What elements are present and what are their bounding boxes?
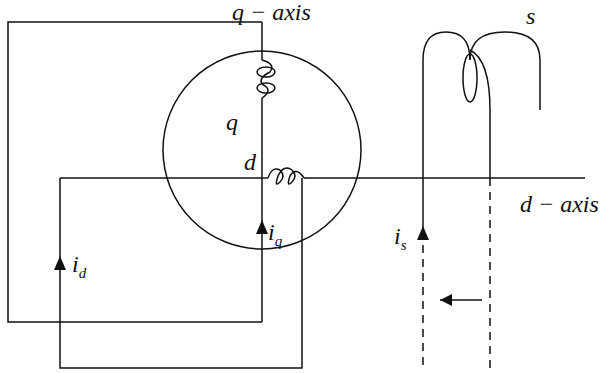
q-coil-loop — [257, 67, 275, 77]
q-axis-line — [261, 98, 263, 322]
q-coil-loop — [257, 83, 275, 93]
d-coil — [268, 168, 304, 184]
s-coil — [470, 32, 540, 110]
current-arrowhead — [54, 256, 66, 270]
s-lead-dashed — [489, 178, 491, 370]
s-coil-loop — [463, 54, 477, 102]
current-symbol: id — [72, 252, 86, 281]
current-arrowhead — [256, 220, 268, 234]
current-symbol: iq — [268, 220, 282, 249]
axis-label: q − axis — [232, 0, 311, 24]
s-coil — [470, 50, 490, 178]
motion-arrowhead — [440, 294, 452, 306]
s-coil — [423, 32, 470, 178]
coil-name: d — [244, 150, 256, 174]
circle-outline — [162, 50, 362, 250]
current-symbol: is — [394, 224, 407, 253]
d-axis-line — [60, 177, 268, 179]
axis-label: d − axis — [520, 192, 599, 216]
s-lead-dashed — [422, 245, 424, 370]
q-circuit-wire — [8, 22, 262, 322]
q-axis-line — [261, 22, 263, 60]
coil-name: q — [226, 110, 238, 134]
coil-name: s — [526, 4, 535, 28]
current-arrowhead — [417, 226, 429, 240]
rotor-circle: qd iq — [162, 50, 362, 250]
d-axis-line — [304, 177, 585, 179]
